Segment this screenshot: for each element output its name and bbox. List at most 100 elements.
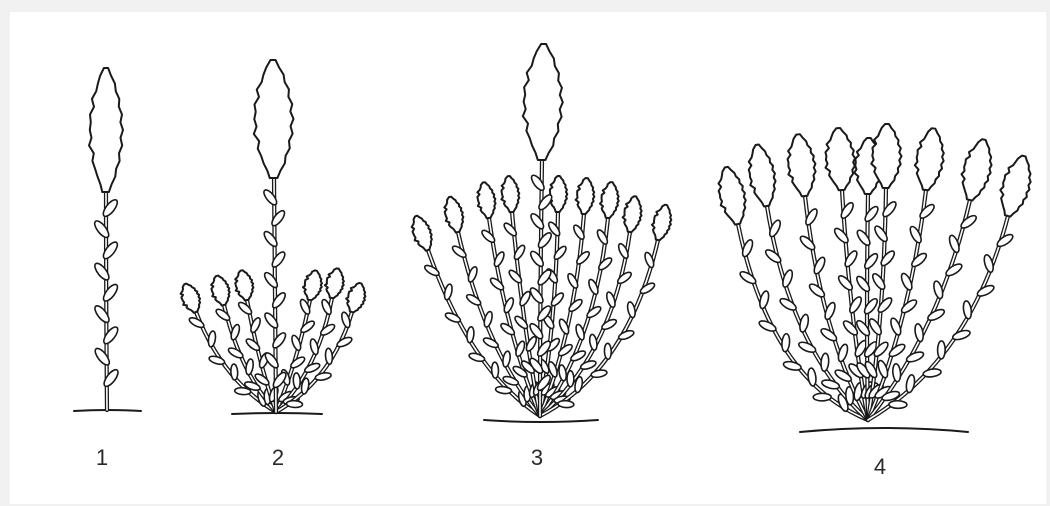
leaf-bud: [101, 282, 120, 303]
plant-stage-3: [407, 44, 675, 422]
leaf-bud: [881, 200, 898, 219]
leaf-bud: [626, 301, 636, 318]
leaf-bud: [918, 202, 936, 220]
leaf-bud: [567, 371, 574, 387]
flower-spike: [343, 281, 369, 315]
leaf-bud: [888, 342, 907, 359]
flower-spike: [177, 281, 205, 316]
leaf-bud: [983, 254, 995, 273]
plant-stage-2: [177, 60, 370, 414]
leaf-bud: [489, 276, 506, 291]
leaf-bud: [820, 353, 829, 372]
leaf-bud: [262, 188, 279, 207]
leaf-bud: [466, 326, 475, 343]
stage-label-4: 4: [874, 454, 886, 479]
leaf-bud: [892, 363, 901, 382]
leaf-bud: [101, 325, 120, 346]
leaf-bud: [923, 368, 942, 378]
leaf-bud: [567, 298, 584, 314]
leaf-bud: [557, 343, 574, 358]
flower-spike: [208, 274, 233, 307]
leaf-bud: [616, 270, 633, 285]
stage-label-1: 1: [96, 445, 108, 470]
flower-spike: [441, 195, 467, 234]
flower-spike: [621, 195, 644, 233]
leaf-bud: [502, 221, 518, 237]
leaf-bud: [905, 374, 916, 393]
leaf-bud: [580, 359, 597, 371]
leaf-bud: [262, 271, 279, 290]
flower-spike: [407, 213, 436, 253]
flower-spike: [89, 68, 123, 192]
leaf-bud: [937, 341, 945, 359]
leaf-bud: [499, 322, 516, 337]
leaf-bud: [962, 300, 972, 319]
stage-label-3: 3: [531, 445, 543, 470]
flower-spike: [744, 143, 780, 208]
leaf-bud: [299, 319, 316, 334]
leaf-bud: [813, 393, 831, 401]
leaf-bud: [798, 234, 816, 252]
leaf-bud: [738, 270, 757, 286]
leaf-bud: [832, 226, 850, 244]
flower-spike: [823, 127, 857, 191]
leaf-bud: [910, 251, 929, 269]
leaf-bud: [468, 352, 485, 363]
leaf-bud: [618, 329, 635, 341]
leaf-bud: [876, 296, 894, 314]
ground-line: [800, 428, 968, 432]
flower-spike: [549, 176, 568, 212]
flower-spike: [784, 133, 819, 198]
flower-spike: [575, 177, 596, 214]
leaf-bud: [863, 205, 880, 224]
flower-spike: [475, 181, 498, 219]
flower-spike: [599, 181, 621, 219]
leaf-bud: [758, 290, 770, 309]
leaf-bud: [443, 283, 453, 300]
leaf-bud: [208, 355, 225, 366]
leaf-bud: [304, 362, 321, 375]
leaf-bud: [764, 248, 783, 265]
flower-spike: [956, 136, 997, 203]
leaf-bud: [101, 240, 120, 261]
leaf-bud: [995, 232, 1014, 248]
leaf-bud: [207, 331, 216, 348]
leaf-bud: [905, 350, 925, 364]
leaf-bud: [92, 261, 111, 282]
leaf-bud: [900, 298, 919, 315]
plant-stage-4: [713, 124, 1037, 432]
leaf-bud: [214, 307, 231, 322]
leaf-bud: [914, 323, 925, 342]
leaf-bud: [93, 346, 112, 367]
leaf-bud: [808, 282, 827, 299]
leaf-bud: [230, 364, 238, 380]
leaf-bud: [245, 358, 255, 375]
leaf-bud: [309, 338, 320, 355]
leaf-bud: [959, 213, 978, 230]
leaf-bud: [502, 351, 511, 368]
flower-spike: [253, 60, 294, 178]
leaf-bud: [325, 348, 333, 365]
leaf-bud: [781, 333, 790, 352]
leaf-bud: [783, 360, 802, 371]
leaf-bud: [513, 314, 529, 330]
flower-spike: [301, 269, 325, 302]
ground-line: [484, 420, 598, 422]
leaf-bud: [591, 369, 608, 378]
leaf-bud: [836, 274, 854, 292]
leaf-bud: [807, 368, 817, 387]
leaf-bud: [932, 280, 944, 299]
leaf-bud: [575, 250, 591, 266]
plant-stage-1: [74, 68, 141, 411]
flower-spike: [912, 127, 947, 192]
leaf-bud: [315, 372, 332, 382]
leaf-bud: [102, 368, 121, 389]
flower-spike: [499, 175, 521, 213]
leaf-bud: [286, 400, 302, 408]
leaf-bud: [507, 268, 523, 284]
leaf-bud: [92, 219, 111, 240]
leaf-bud: [495, 386, 512, 395]
leaf-bud: [451, 244, 468, 259]
stage-label-2: 2: [272, 445, 284, 470]
